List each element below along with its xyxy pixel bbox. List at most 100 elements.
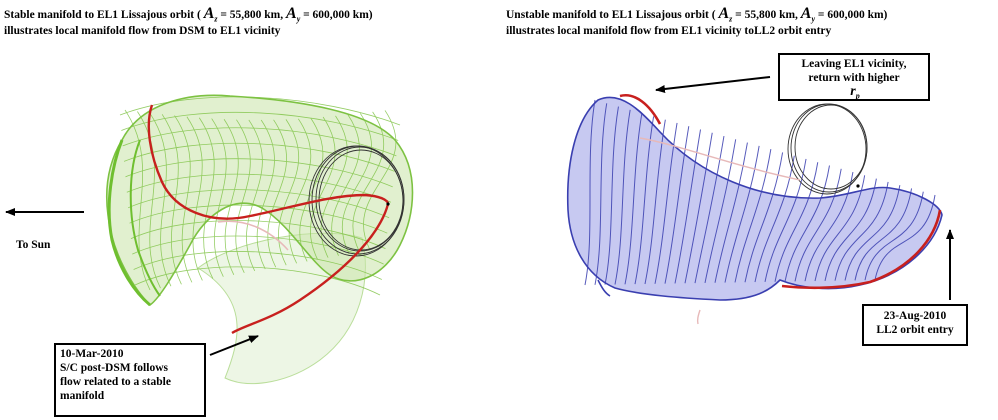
- left-mesh-ring: [126, 173, 392, 203]
- left-mesh-line: [352, 111, 385, 253]
- right-title: Unstable manifold to EL1 Lissajous orbit…: [506, 6, 887, 26]
- left-az-symbol: A: [203, 5, 215, 22]
- left-manifold-edge: [107, 139, 151, 307]
- left-title-prefix: Stable manifold to EL1 Lissajous orbit (: [4, 9, 201, 21]
- left-manifold-inner-edge: [129, 139, 161, 297]
- left-mesh-line: [246, 119, 263, 272]
- left-mesh-line: [223, 119, 239, 275]
- left-mesh-line: [267, 119, 287, 268]
- right-mesh-line: [654, 122, 678, 284]
- leaving-callout-box: Leaving EL1 vicinity, return with higher…: [778, 53, 930, 101]
- to-sun-label: To Sun: [16, 239, 51, 251]
- right-mesh-line: [824, 178, 877, 281]
- right-mesh-line: [624, 113, 643, 285]
- right-lissajous-orbit: [787, 103, 868, 195]
- left-mesh-line: [320, 115, 348, 258]
- left-title: Stable manifold to EL1 Lissajous orbit (…: [4, 6, 373, 26]
- right-ay-symbol: A: [800, 5, 812, 22]
- right-ay-sub: y: [811, 14, 816, 24]
- right-subtitle: illustrates local manifold flow from EL1…: [506, 25, 832, 37]
- left-mesh-ring: [121, 111, 399, 141]
- right-mesh-line: [674, 129, 702, 284]
- right-manifold-body: [566, 96, 943, 301]
- right-mesh-line: [844, 185, 901, 281]
- leaving-line-1: Leaving EL1 vicinity,: [801, 58, 907, 70]
- left-mesh-ring: [123, 142, 395, 172]
- left-mesh-line: [186, 116, 203, 281]
- right-az-symbol: A: [718, 5, 730, 22]
- left-mesh-line: [363, 110, 397, 251]
- left-mesh-ring: [128, 189, 390, 219]
- right-az-sub: z: [729, 14, 733, 24]
- right-mesh-line: [864, 191, 924, 281]
- left-mesh-line: [198, 117, 215, 279]
- right-mesh-line: [664, 126, 690, 284]
- right-mesh-line: [684, 132, 713, 284]
- entry-callout-box: 23-Aug-2010 LL2 orbit entry: [862, 304, 968, 346]
- right-leaving-trajectory: [619, 93, 662, 125]
- left-mesh-ring: [129, 204, 388, 234]
- right-mesh-line: [744, 152, 784, 283]
- left-mesh-line: [124, 109, 151, 291]
- right-mesh-line: [594, 103, 608, 285]
- left-callout-line-4: manifold: [60, 390, 105, 402]
- left-mesh-line: [235, 119, 251, 274]
- left-mesh-ring: [122, 127, 397, 157]
- right-mesh-line: [754, 155, 795, 283]
- leaving-callout-arrow: [655, 76, 771, 93]
- right-title-prefix: Unstable manifold to EL1 Lissajous orbit…: [506, 9, 716, 21]
- left-mesh-line: [174, 115, 193, 283]
- right-mesh-line: [834, 181, 889, 281]
- left-reference-path: [217, 220, 289, 251]
- right-mesh-line: [704, 139, 737, 284]
- left-callout-line-3: flow related to a stable: [60, 376, 171, 388]
- left-manifold-mesh: [119, 96, 401, 296]
- left-callout-line-2: S/C post-DSM follows: [60, 362, 168, 374]
- right-mesh-line: [784, 165, 830, 282]
- left-stable-manifold: [105, 94, 414, 384]
- right-el1-point: [856, 184, 860, 188]
- right-manifold-mesh: [584, 99, 936, 286]
- right-mesh-line: [714, 142, 748, 283]
- right-mesh-line: [814, 175, 866, 282]
- entry-line-1: 23-Aug-2010: [883, 310, 947, 322]
- right-mesh-line: [774, 162, 819, 282]
- right-mesh-line: [614, 109, 631, 285]
- left-mesh-ring: [133, 251, 382, 280]
- leaving-line-2-text: return with higher: [808, 72, 900, 84]
- right-mesh-line: [874, 194, 936, 281]
- right-mesh-line: [804, 171, 854, 282]
- right-mesh-line: [724, 145, 760, 283]
- left-callout-arrow: [209, 335, 259, 356]
- left-az-sub: z: [214, 14, 218, 24]
- left-ay-value: = 600,000 km): [303, 9, 373, 21]
- right-mesh-line: [584, 99, 596, 286]
- entry-line-2: LL2 orbit entry: [876, 324, 954, 336]
- left-ay-sub: y: [296, 14, 301, 24]
- left-mesh-line: [331, 114, 360, 256]
- right-unstable-manifold: [566, 96, 943, 301]
- rp-symbol: r: [850, 84, 856, 99]
- left-mesh-line: [288, 118, 312, 264]
- right-mesh-line: [644, 119, 666, 285]
- right-reference-tail: [696, 309, 701, 325]
- left-az-value: = 55,800 km,: [220, 9, 284, 21]
- right-mesh-line: [694, 135, 725, 284]
- leaving-line-2: return with higher rp: [786, 71, 922, 103]
- left-subtitle: illustrates local manifold flow from DSM…: [4, 25, 281, 37]
- left-mesh-ring: [134, 266, 381, 296]
- left-mesh-line: [211, 118, 227, 277]
- left-mesh-line: [278, 119, 299, 266]
- right-entry-trajectory: [781, 209, 942, 290]
- left-mesh-line: [256, 119, 275, 270]
- right-mesh-line: [734, 149, 772, 283]
- right-manifold-lower-flap: [597, 279, 611, 297]
- left-el1-point: [386, 202, 390, 206]
- right-mesh-line: [794, 168, 842, 282]
- right-ay-value: = 600,000 km): [817, 9, 888, 21]
- right-mesh-line: [604, 106, 619, 285]
- rp-sub: p: [855, 91, 860, 101]
- left-callout-box: 10-Mar-2010 S/C post-DSM follows flow re…: [54, 343, 206, 417]
- right-mesh-line: [854, 188, 913, 281]
